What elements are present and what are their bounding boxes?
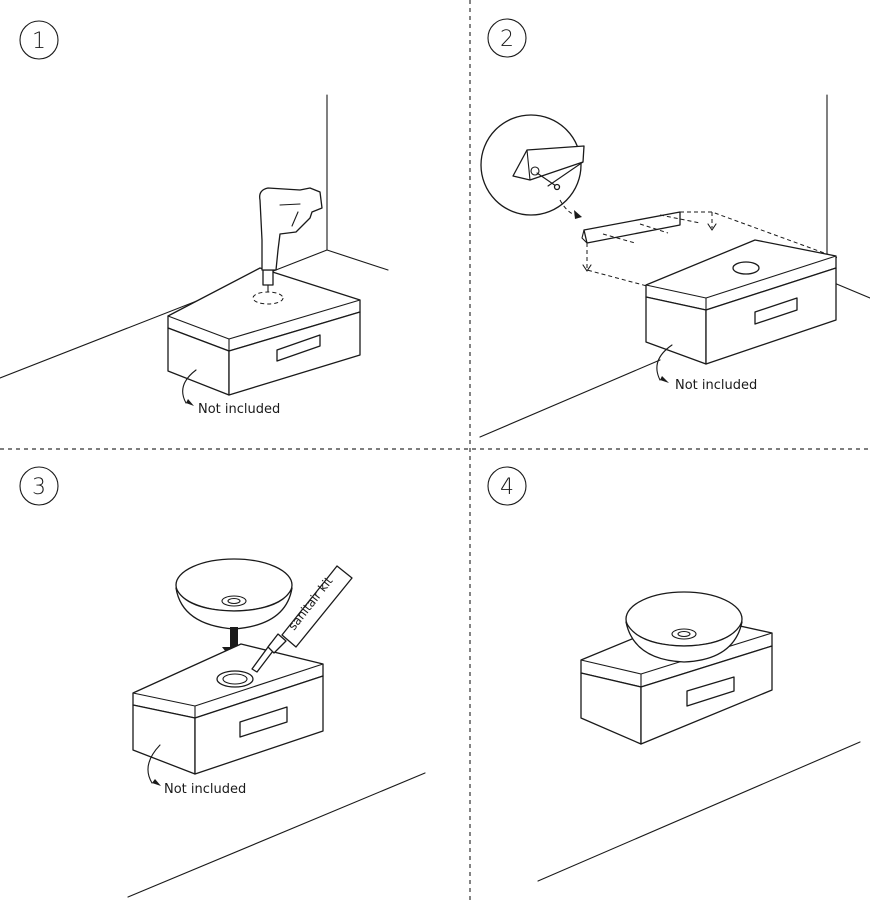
step-3-circle xyxy=(19,466,59,506)
step-2-cabinet xyxy=(645,239,837,365)
step-1-drawer-handle xyxy=(276,334,321,362)
step-3-sealant-ring xyxy=(216,670,254,688)
step-4-circle xyxy=(487,466,527,506)
step-2-note-label: Not included xyxy=(675,378,757,393)
step-2-zoom-detail xyxy=(480,114,585,216)
step-1-note-arrowhead xyxy=(186,399,194,406)
step-3-basin-bowl xyxy=(175,558,293,630)
step-3-drawer-handle xyxy=(239,706,288,738)
step-3-cabinet xyxy=(132,643,324,775)
step-3-panel: 3 sanitair kit xyxy=(19,466,426,898)
step-2-drawer-handle xyxy=(754,297,798,325)
step-1-panel: 1 Not included xyxy=(0,20,389,417)
step-2-note-arrow xyxy=(656,344,673,381)
step-1-circle xyxy=(19,20,59,60)
step-1-note-arrow xyxy=(182,369,197,404)
step-4-floor-line xyxy=(537,741,861,882)
step-1-wall-corner xyxy=(326,94,389,271)
step-2-circle xyxy=(487,18,527,58)
step-1-number: 1 xyxy=(32,29,46,54)
step-2-floor-line xyxy=(479,359,661,438)
step-2-sink-hole xyxy=(732,261,760,275)
step-2-number: 2 xyxy=(500,27,514,52)
step-3-note-arrow xyxy=(147,744,161,784)
step-3-floor-line xyxy=(127,772,426,898)
step-1-drill-icon xyxy=(252,187,323,305)
step-3-note-label: Not included xyxy=(164,782,246,797)
step-4-basin-bowl xyxy=(625,591,743,663)
step-2-panel: 2 xyxy=(479,18,870,438)
step-4-number: 4 xyxy=(500,475,514,500)
step-4-drawer-handle xyxy=(686,676,735,707)
step-2-wall-rail xyxy=(581,211,701,244)
step-1-cabinet xyxy=(167,267,361,396)
step-3-number: 3 xyxy=(32,475,46,500)
step-4-panel: 4 xyxy=(487,466,861,882)
step-1-note-label: Not included xyxy=(198,402,280,417)
